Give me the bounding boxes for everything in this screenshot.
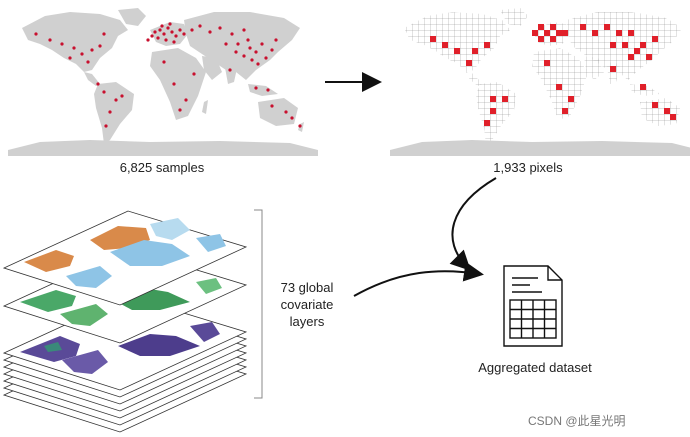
dataset-document-icon <box>504 266 562 346</box>
covariate-layers-label: 73 global covariate layers <box>262 279 352 330</box>
pixels-map-antarctica <box>390 140 690 156</box>
dataset-caption: Aggregated dataset <box>455 360 615 375</box>
samples-caption: 6,825 samples <box>112 160 212 175</box>
pixels-world-map <box>390 8 690 156</box>
pixels-caption: 1,933 pixels <box>478 160 578 175</box>
covariate-line-2: covariate <box>262 296 352 313</box>
samples-world-map <box>8 8 318 156</box>
covariate-line-1: 73 global <box>262 279 352 296</box>
covariates-to-dataset-arrow <box>354 271 480 296</box>
covariate-line-3: layers <box>262 313 352 330</box>
watermark: CSDN @此星光明 <box>528 412 626 429</box>
layer-bracket <box>254 210 262 398</box>
samples-map-land <box>8 8 318 156</box>
pixels-to-dataset-arrow <box>452 178 496 268</box>
covariate-layer-stack <box>4 211 246 432</box>
